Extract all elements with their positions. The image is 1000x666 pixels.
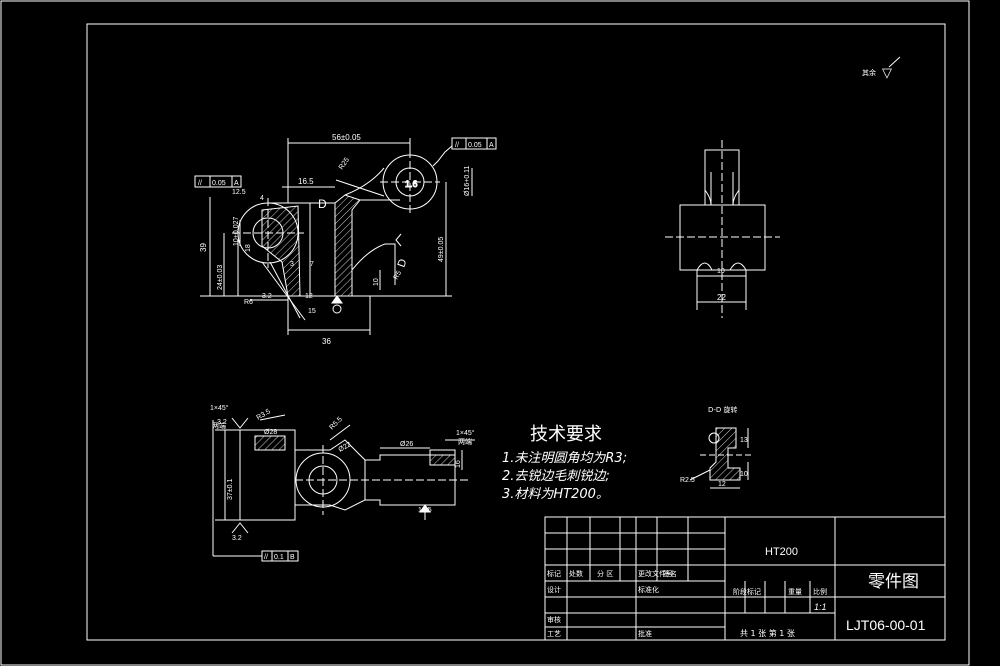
drawing-number: LJT06-00-01: [846, 617, 926, 633]
label-zone: 分 区: [597, 569, 613, 578]
bottom-view-dimensions: 1×45° 两端 1×45° 两端 R3.5 R5.5 Ø28 Ø22 Ø26 …: [210, 404, 475, 562]
scale-value: 1:1: [814, 602, 827, 612]
section-d-d-dimensions: D-D 旋转 R2.5 12 10 13: [680, 405, 748, 488]
tolerance-frame-left: // 0.05 A: [194, 175, 242, 188]
tech-req-item-3: 3.材料为HT200。: [502, 487, 609, 502]
bottom-dim-r5-5: R5.5: [328, 416, 343, 431]
section-mark-d-lower: D: [396, 257, 410, 269]
tol-right-value: 0.05: [468, 142, 482, 149]
tol-left-value: 0.05: [212, 180, 226, 187]
bottom-dim-37: 37±0.1: [227, 479, 234, 500]
dim-3-2: 3.2: [262, 293, 272, 300]
bottom-tol-datum: B: [290, 554, 295, 561]
dim-10-027: 10+0.027: [233, 217, 240, 246]
side-dim-22: 22: [717, 293, 726, 302]
dim-49: 49±0.05: [438, 237, 445, 262]
tech-req-item-2: 2.去锐边毛刺锐边;: [502, 469, 610, 484]
section-dim-13: 13: [740, 437, 748, 444]
tol-right-symbol: //: [455, 142, 459, 149]
material-cell: HT200: [765, 546, 798, 558]
tol-left-symbol: //: [198, 180, 202, 187]
section-dim-10: 10: [740, 471, 748, 478]
label-stage-mark: 阶段标记: [733, 587, 761, 596]
technical-requirements: 技术要求 1.未注明圆角均为R3; 2.去锐边毛刺锐边; 3.材料为HT200。: [502, 424, 627, 502]
chamfer-left-note: 两端: [212, 421, 226, 430]
dim-7: 7: [310, 261, 314, 268]
bottom-tol-value: 0.1: [274, 554, 284, 561]
sheet-inner-border: [86, 23, 946, 641]
section-d-d: [689, 427, 752, 489]
dim-36: 36: [322, 337, 331, 346]
label-design: 设计: [547, 585, 561, 594]
section-label: D-D 旋转: [708, 405, 738, 414]
dim-16-bore: Ø16+0.11: [464, 165, 471, 196]
tolerance-frame-right: // 0.05 A: [451, 137, 497, 150]
dim-r25: R25: [338, 157, 351, 172]
bottom-dim-d28: Ø28: [264, 429, 277, 436]
svg-text:1.6: 1.6: [405, 179, 418, 189]
dim-15: 15: [308, 308, 316, 315]
surface-roughness-mark: 其余 ▽: [862, 56, 901, 80]
dim-56: 56±0.05: [332, 133, 361, 142]
title-block: [544, 516, 946, 641]
dim-r5: R5: [393, 270, 404, 281]
side-view-dimensions: 10 22: [717, 268, 726, 302]
label-sign: 签名: [663, 569, 677, 578]
label-ratio: 比例: [813, 587, 827, 596]
bottom-dim-16: 16: [455, 460, 462, 468]
bottom-dim-3-2-bottom: 3.2: [232, 535, 242, 542]
dim-10: 10: [373, 278, 380, 286]
label-standardize: 标准化: [638, 585, 659, 594]
dim-18: 18: [245, 244, 252, 252]
top-view: 1.6: [200, 138, 473, 335]
dim-12: 12: [305, 293, 313, 300]
label-process: 工艺: [547, 630, 561, 638]
dim-16-5: 16.5: [298, 177, 314, 186]
label-change-doc: 更改文件号: [638, 569, 673, 578]
drawing-name: 零件图: [868, 572, 919, 592]
sheet-outer-border: [0, 0, 970, 666]
chamfer-right-note: 两端: [458, 437, 472, 446]
dim-12-5: 12.5: [232, 189, 246, 196]
bottom-dim-3-2-top: 3.2: [217, 419, 227, 426]
label-weight: 重量: [788, 588, 802, 596]
label-approve: 批准: [638, 629, 652, 638]
tol-left-datum: A: [234, 180, 239, 187]
section-dim-12: 12: [718, 481, 726, 488]
tech-req-title: 技术要求: [530, 424, 602, 445]
title-block-text: HT200 零件图 LJT06-00-01 1:1 共 1 张 第 1 张 标记…: [547, 546, 926, 638]
bottom-dim-12-5: 12.5: [418, 507, 432, 514]
dim-24: 24±0.03: [217, 265, 224, 290]
dim-4: 4: [260, 195, 264, 202]
section-mark-d: D: [318, 197, 327, 211]
tech-req-item-1: 1.未注明圆角均为R3;: [502, 451, 627, 466]
chamfer-left: 1×45°: [210, 404, 229, 412]
bottom-tolerance-frame: // 0.1 B: [261, 550, 299, 562]
dim-39: 39: [199, 243, 208, 252]
dim-3: 3: [290, 261, 294, 268]
top-view-dimensions: // 0.05 A // 0.05 A 56±0.05 16.5 R25 D D…: [194, 133, 497, 346]
bottom-view: [212, 414, 475, 557]
label-mark: 标记: [547, 569, 561, 578]
chamfer-right: 1×45°: [456, 429, 475, 437]
surface-mark-symbol: ▽: [882, 65, 892, 80]
side-dim-10: 10: [717, 268, 725, 275]
sheet-info: 共 1 张 第 1 张: [740, 628, 795, 638]
label-review: 审核: [547, 615, 561, 624]
side-view: [665, 140, 780, 318]
dim-r6: R6: [244, 299, 253, 306]
label-count: 处数: [569, 569, 583, 578]
section-dim-r2-5: R2.5: [680, 477, 695, 484]
surface-mark-label: 其余: [862, 68, 876, 77]
bottom-tol-symbol: //: [264, 554, 268, 561]
bottom-dim-d26: Ø26: [400, 441, 413, 448]
tol-right-datum: A: [489, 142, 494, 149]
